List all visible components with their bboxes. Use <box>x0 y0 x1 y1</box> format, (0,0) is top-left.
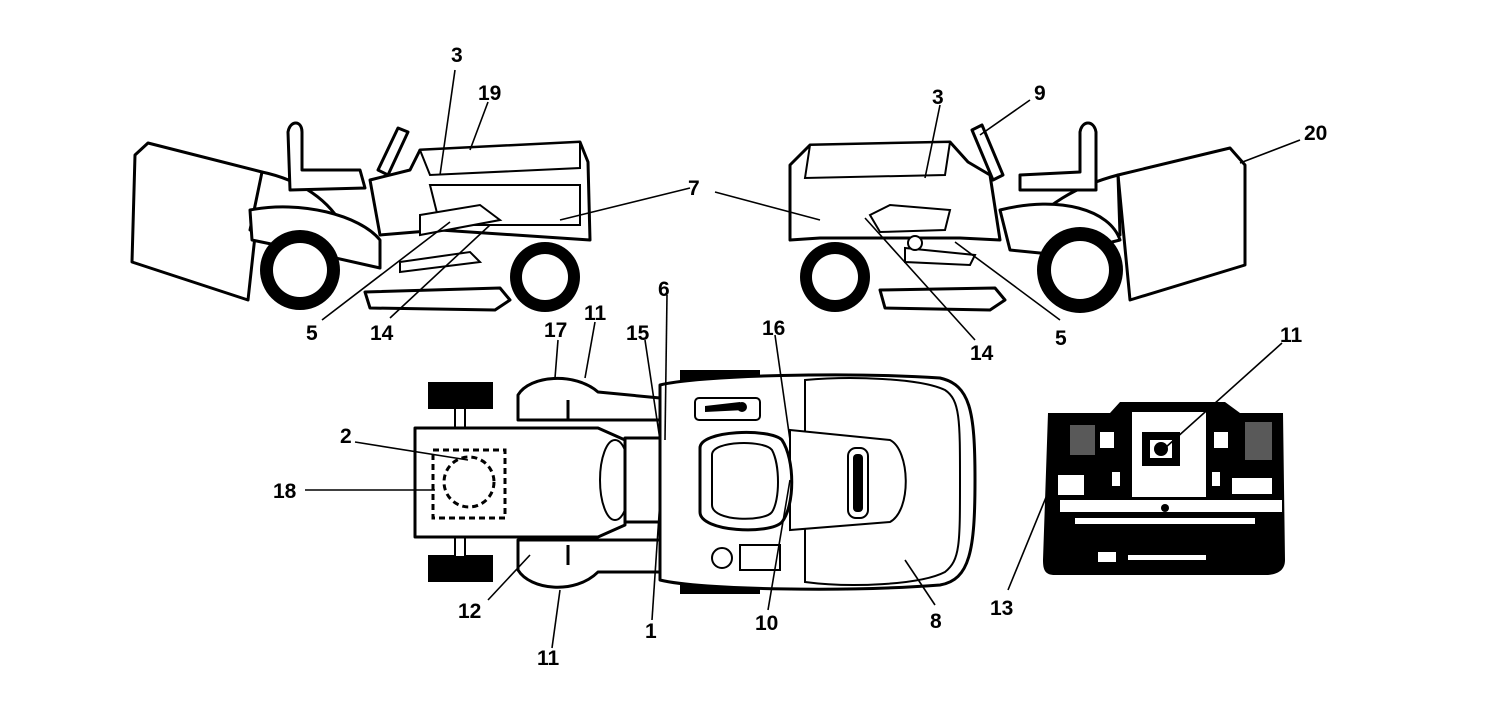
callout-3-left: 3 <box>451 44 463 67</box>
callout-16: 16 <box>762 317 785 340</box>
callout-6: 6 <box>658 278 670 301</box>
right-side-view: 3 9 20 14 5 <box>714 82 1327 365</box>
callout-11-rear: 11 <box>1280 324 1303 347</box>
callout-3-right: 3 <box>932 86 944 109</box>
callout-15: 15 <box>626 322 650 345</box>
top-view: 17 11 15 6 16 2 18 12 11 1 10 8 <box>273 278 977 670</box>
callout-13: 13 <box>990 597 1013 620</box>
callout-11-bottom: 11 <box>537 647 560 670</box>
callout-1: 1 <box>645 620 657 643</box>
callout-8: 8 <box>930 610 942 633</box>
callout-14-left: 14 <box>370 322 394 345</box>
callout-14-right: 14 <box>970 342 994 365</box>
callout-10: 10 <box>755 612 778 635</box>
callout-5-left: 5 <box>306 322 318 345</box>
left-side-view: 3 19 7 5 14 <box>130 44 700 345</box>
callout-5-right: 5 <box>1055 327 1067 350</box>
callout-17: 17 <box>544 319 567 342</box>
rear-view: 11 13 <box>990 324 1303 620</box>
callout-9: 9 <box>1034 82 1046 105</box>
callout-7-center: 7 <box>688 177 700 200</box>
callout-2: 2 <box>340 425 352 448</box>
callout-20: 20 <box>1304 122 1327 145</box>
callout-11-top: 11 <box>584 302 607 325</box>
callout-12: 12 <box>458 600 481 623</box>
callout-18: 18 <box>273 480 297 503</box>
callout-19: 19 <box>478 82 501 105</box>
